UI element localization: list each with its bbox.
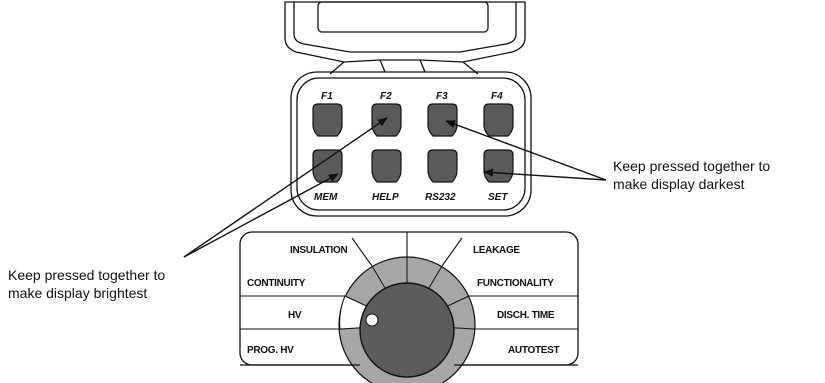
f4-label: F4 [491, 91, 503, 102]
f3-label: F3 [436, 91, 448, 102]
autotest-label: AUTOTEST [508, 345, 559, 356]
help-label: HELP [372, 192, 399, 203]
arrow-to-f3 [445, 120, 607, 181]
rs232-button[interactable] [427, 149, 458, 183]
brightest-note-line2: make display brightest [8, 285, 147, 301]
continuity-label: CONTINUITY [247, 278, 306, 289]
functionality-label: FUNCTIONALITY [477, 278, 554, 289]
disch-time-label: DISCH. TIME [497, 310, 555, 321]
arrow-to-mem [183, 173, 339, 258]
prog-hv-label: PROG. HV [247, 345, 294, 356]
display-housing [284, 1, 526, 75]
f2-label: F2 [380, 91, 392, 102]
f1-button[interactable] [312, 103, 343, 137]
mem-label: MEM [314, 192, 338, 203]
arrow-to-set [483, 168, 607, 181]
rs232-label: RS232 [425, 192, 456, 203]
arrow-to-f2 [183, 117, 388, 258]
selector-knob[interactable] [359, 282, 455, 378]
arrows [183, 117, 607, 258]
leakage-label: LEAKAGE [473, 245, 520, 256]
keypad-top-row [312, 103, 514, 137]
knob-indicator-dot [365, 313, 379, 327]
f1-label: F1 [321, 91, 333, 102]
set-button[interactable] [483, 149, 514, 183]
f3-button[interactable] [427, 103, 458, 137]
darkest-note-line1: Keep pressed together to [613, 158, 770, 174]
hv-label: HV [288, 310, 302, 321]
selector-panel [239, 231, 579, 383]
keypad-bottom-row [312, 149, 514, 183]
insulation-label: INSULATION [290, 245, 347, 256]
f4-button[interactable] [483, 103, 514, 137]
f2-button[interactable] [371, 103, 402, 137]
keypad-housing [290, 71, 532, 217]
set-label: SET [488, 192, 508, 203]
darkest-note-line2: make display darkest [613, 176, 745, 192]
help-button[interactable] [371, 149, 402, 183]
brightest-note-line1: Keep pressed together to [8, 267, 165, 283]
